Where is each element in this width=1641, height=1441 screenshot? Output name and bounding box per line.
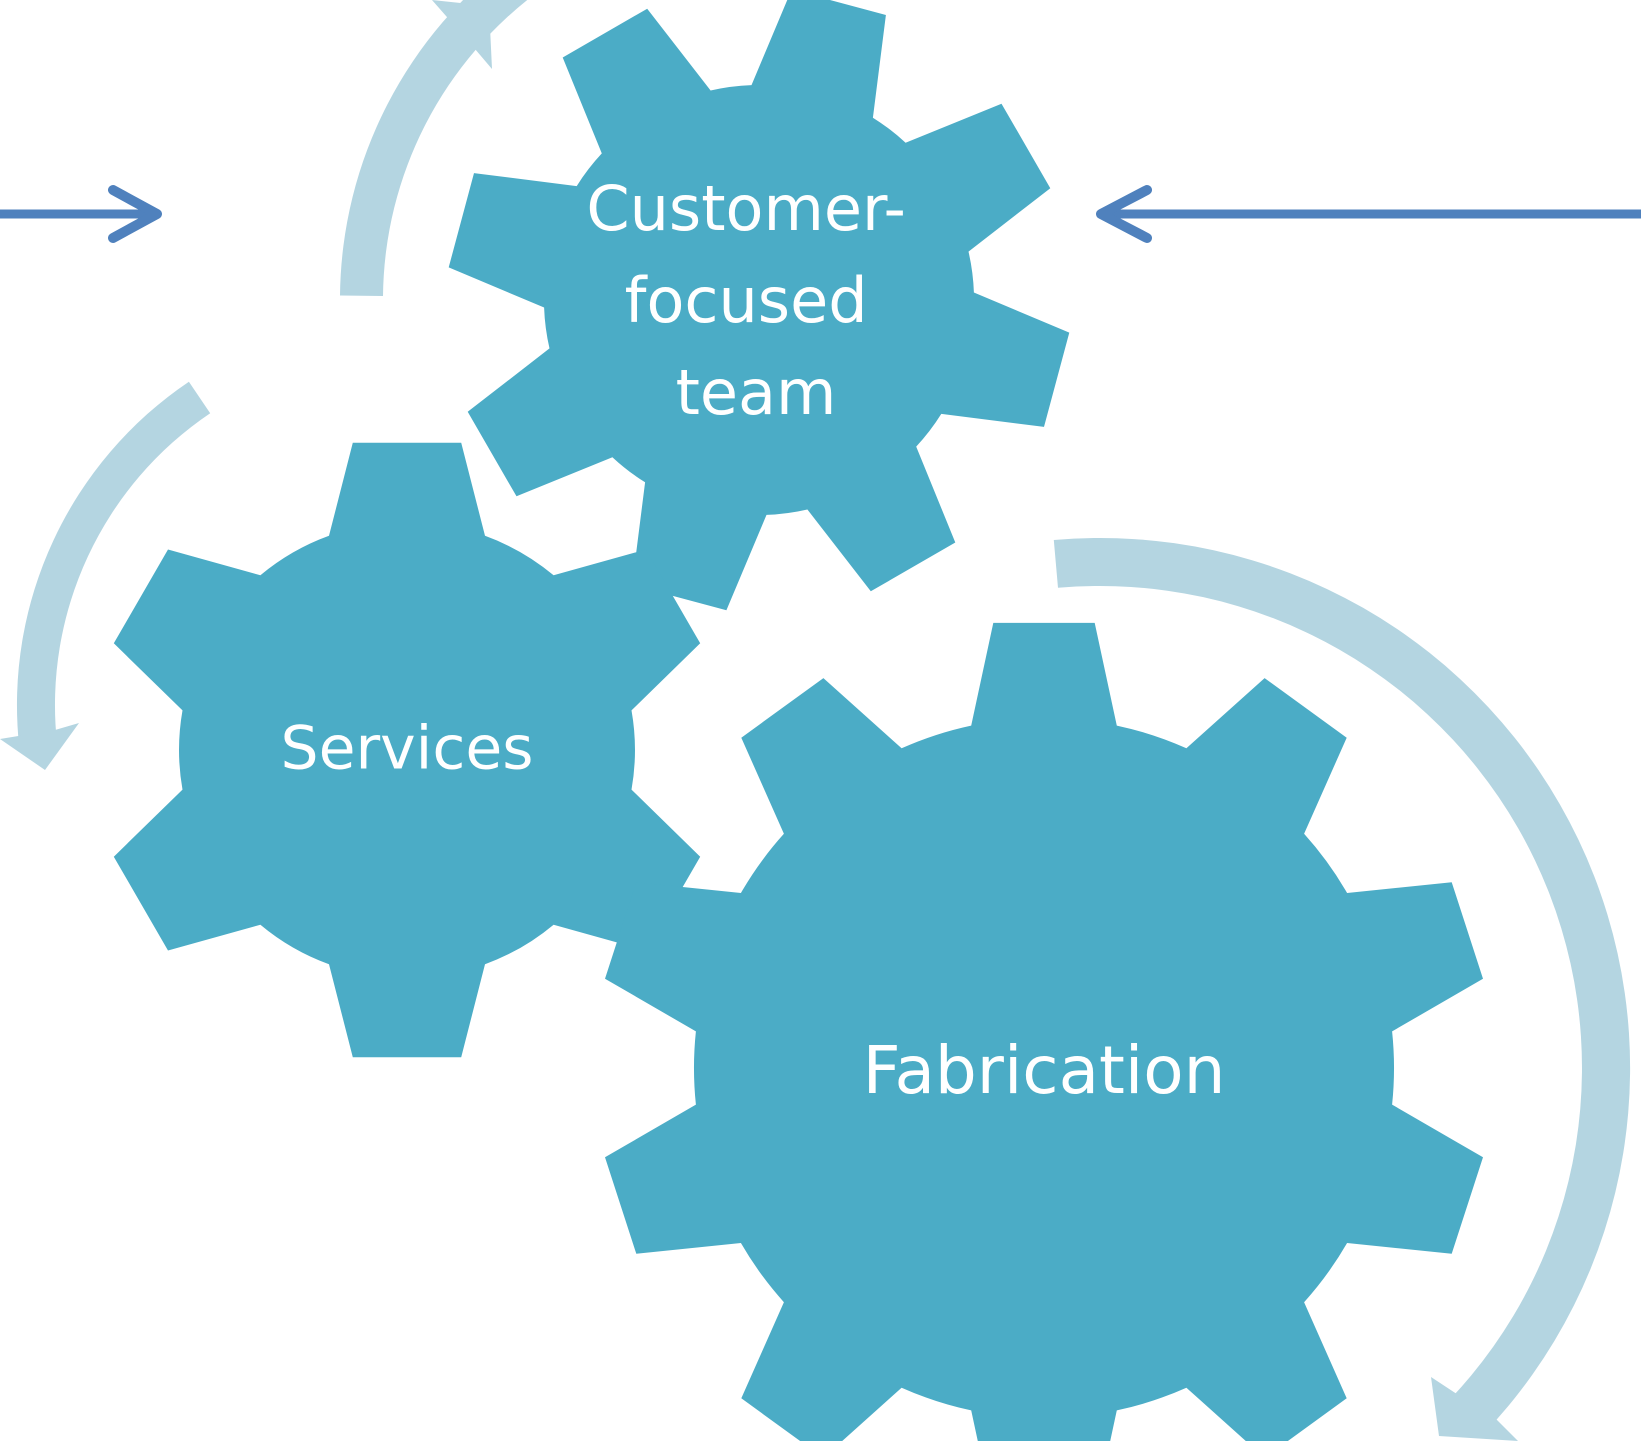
curved-arrow-icon [340,0,528,296]
services-label: Services [280,714,533,784]
curved-arrow-icon [16,381,211,746]
fabrication-gear [605,622,1483,1441]
fabrication-label: Fabrication [863,1032,1226,1109]
curved-arrow-icon [1053,537,1631,1437]
arrowhead-icon [0,723,79,770]
gear-label-line: Customer- [586,172,906,245]
arrow-right-icon [0,185,162,243]
arrowhead-icon [1431,1377,1518,1441]
customer-focused-team-gear [448,0,1070,611]
services-gear [113,442,701,1058]
gear-label-line: team [676,356,837,429]
customer-focused-team-label: Customer- focused team [586,172,925,429]
arrow-left-icon [1096,185,1641,243]
arrowhead-icon [432,0,492,69]
gear-label-line: focused [625,264,868,337]
